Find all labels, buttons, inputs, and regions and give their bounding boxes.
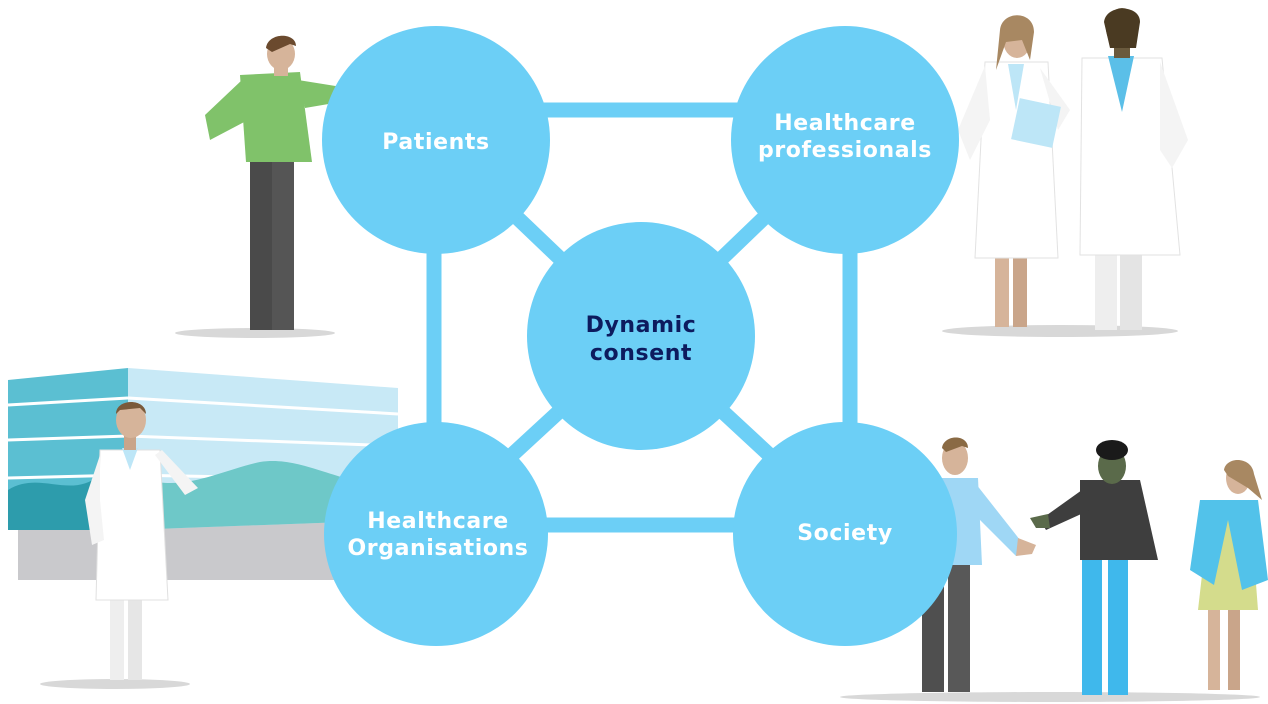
organisations-label-line1: Healthcare — [367, 509, 509, 534]
node-healthcare-organisations — [324, 422, 548, 646]
center-label-line1: Dynamic — [585, 313, 697, 338]
patients-label: Patients — [336, 115, 536, 169]
man-pointing-illustration — [175, 35, 368, 338]
professionals-label-line1: Healthcare — [774, 111, 916, 136]
professionals-label-line2: professionals — [758, 138, 932, 163]
node-patients — [322, 26, 550, 254]
organisations-label-line2: Organisations — [347, 536, 529, 561]
dynamic-consent-label: Dynamic consent — [541, 311, 741, 369]
node-dynamic-consent — [527, 222, 755, 450]
healthcare-professionals-label: Healthcare professionals — [740, 108, 950, 166]
society-label: Society — [745, 506, 945, 560]
node-healthcare-professionals — [731, 26, 959, 254]
two-doctors-illustration — [942, 8, 1188, 337]
center-label-line2: consent — [589, 341, 693, 366]
patients-label-line1: Patients — [382, 129, 490, 155]
node-society — [733, 422, 957, 646]
doctor-near-building-illustration — [40, 402, 198, 689]
society-label-line1: Society — [797, 520, 893, 546]
healthcare-organisations-label: Healthcare Organisations — [331, 506, 545, 564]
